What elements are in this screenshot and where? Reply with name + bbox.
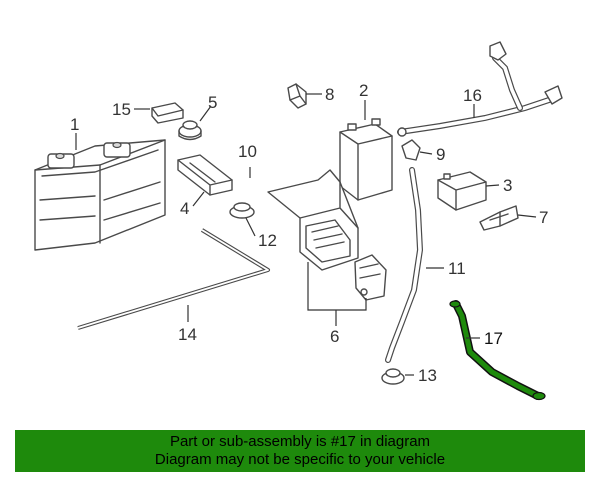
battery-tray-part	[267, 169, 387, 301]
elbow-connector-part	[287, 83, 307, 109]
callout-8: 8	[325, 85, 334, 104]
small-bracket-part	[479, 205, 519, 231]
banner-line-1: Part or sub-assembly is #17 in diagram	[169, 433, 431, 450]
callout-16: 16	[463, 86, 482, 105]
fuse-box-part	[437, 171, 487, 211]
callout-4: 4	[180, 199, 189, 218]
aux-battery-part	[339, 118, 393, 201]
callout-10: 10	[238, 142, 257, 161]
callout-2: 2	[359, 81, 368, 100]
callout-14: 14	[178, 325, 197, 344]
cable-harness-part	[397, 41, 563, 137]
battery-part	[34, 139, 166, 251]
info-banner: Part or sub-assembly is #17 in diagram D…	[15, 430, 585, 472]
parts-diagram: 1 15 5 4 10 8 2 16 9 3 7 12 11 14 6 13 1…	[34, 41, 563, 401]
callout-1: 1	[70, 115, 79, 134]
callout-13: 13	[418, 366, 437, 385]
nut-part	[178, 120, 202, 141]
vent-hose-part	[233, 116, 302, 198]
strap-part	[77, 228, 270, 330]
grommet-13-part	[381, 368, 405, 385]
callout-7: 7	[539, 208, 548, 227]
callout-9: 9	[436, 145, 445, 164]
banner-line-2: Diagram may not be specific to your vehi…	[154, 451, 446, 468]
callout-12: 12	[258, 231, 277, 250]
callout-17: 17	[484, 329, 503, 348]
leader-lines	[75, 93, 537, 376]
hold-down-bracket-part	[177, 154, 233, 196]
callout-3: 3	[503, 176, 512, 195]
callout-6: 6	[330, 327, 339, 346]
terminal-connector-part	[401, 139, 421, 161]
callout-15: 15	[112, 100, 131, 119]
callout-5: 5	[208, 93, 217, 112]
cover-clip-part	[151, 102, 184, 124]
ground-cable-part-17	[449, 300, 546, 401]
grommet-part	[229, 202, 255, 219]
callout-11: 11	[448, 259, 466, 278]
drain-tube-part	[385, 167, 424, 363]
